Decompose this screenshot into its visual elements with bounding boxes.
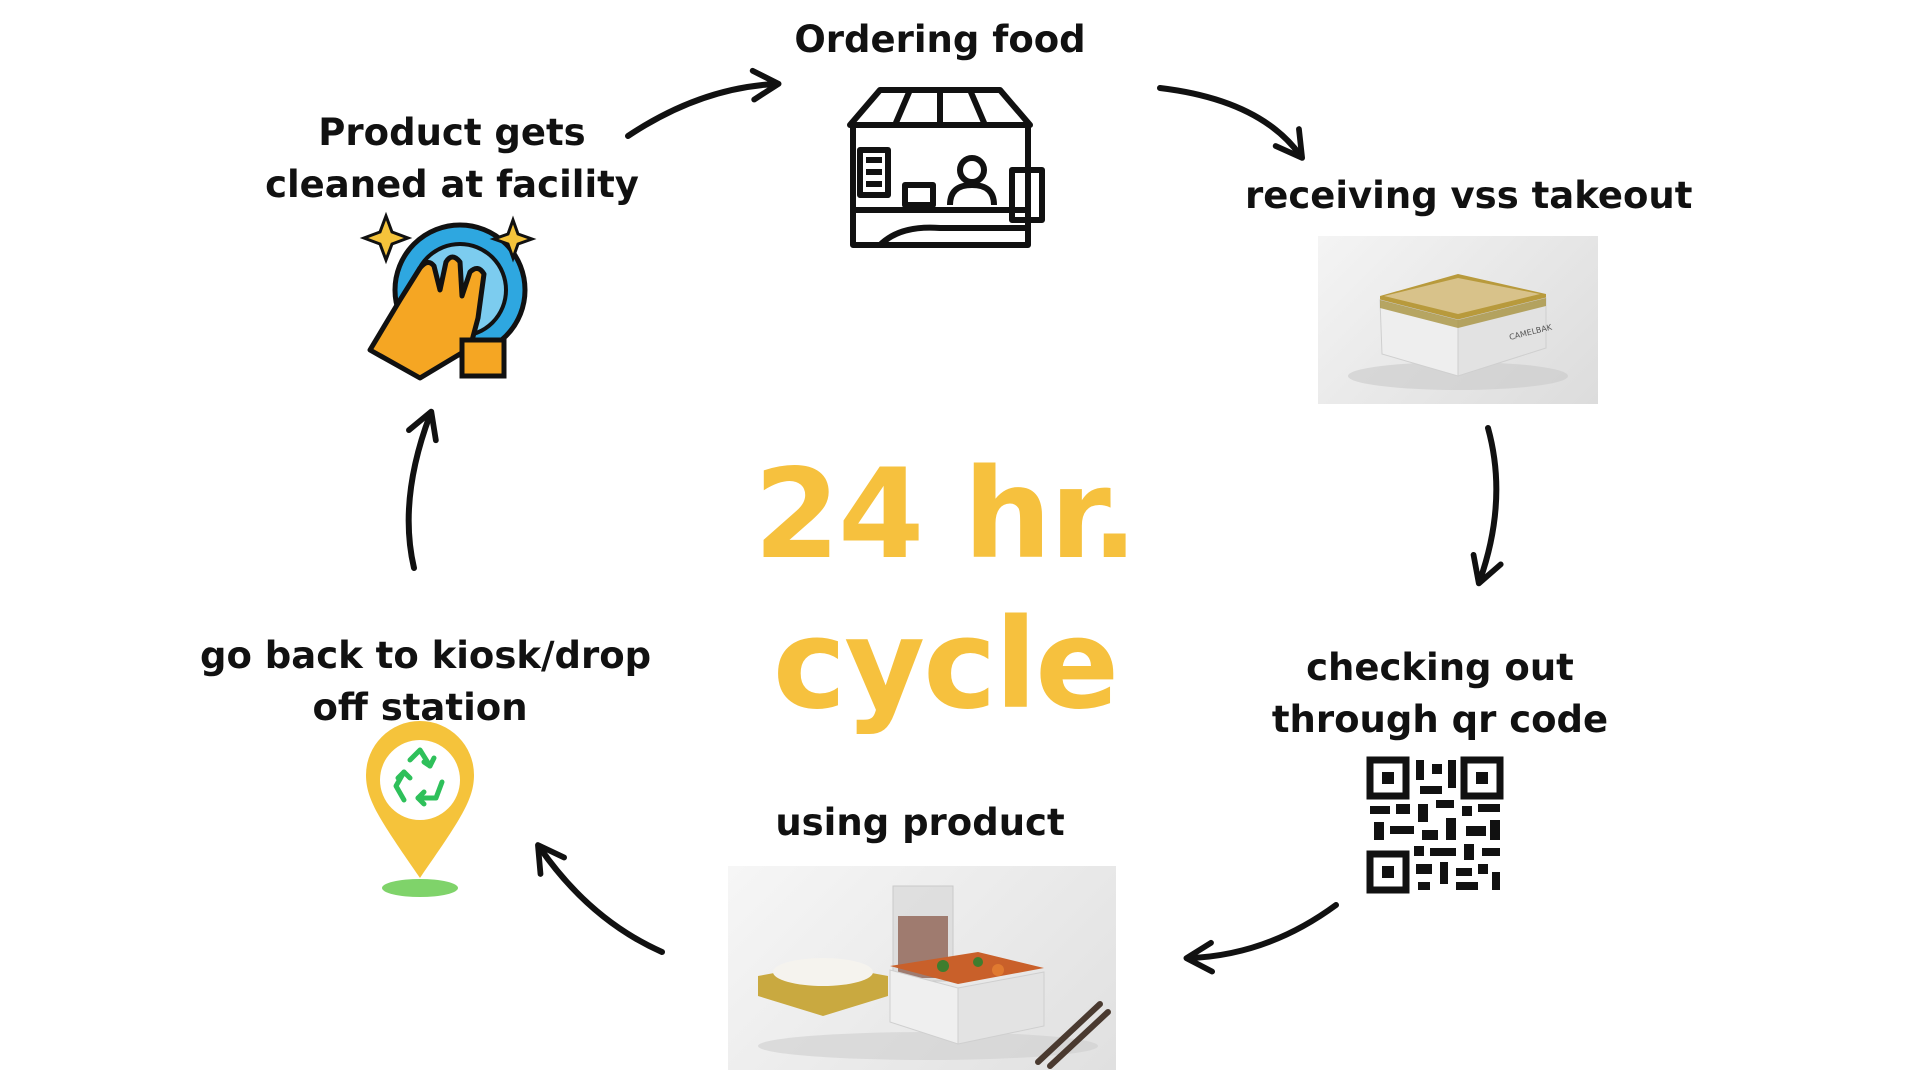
takeout-container-image: CAMELBAK bbox=[1318, 236, 1598, 404]
arrow-ordering-to-receiving bbox=[1157, 85, 1305, 161]
meal-containers-image bbox=[728, 866, 1116, 1070]
step-dropoff-line2: off station bbox=[312, 686, 528, 729]
step-dropoff-line1: go back to kiosk/drop bbox=[200, 634, 652, 677]
cycle-title: 24 hr. cycle bbox=[753, 443, 1139, 737]
step-receiving-line1: receiving vss takeout bbox=[1245, 174, 1693, 217]
arrow-receiving-to-checkout bbox=[1470, 425, 1504, 587]
step-receiving-label: receiving vss takeout bbox=[1245, 170, 1693, 222]
step-cleaning-line1: Product gets bbox=[318, 111, 586, 154]
step-ordering-label: Ordering food bbox=[780, 14, 1100, 66]
arrow-cleaning-to-ordering bbox=[625, 67, 782, 139]
arrow-checkout-to-using bbox=[1183, 902, 1339, 975]
step-ordering-line1: Ordering food bbox=[794, 18, 1086, 61]
step-using-line1: using product bbox=[775, 801, 1065, 844]
step-using-label: using product bbox=[760, 797, 1080, 849]
arrow-using-to-dropoff bbox=[535, 842, 665, 955]
step-cleaning-line2: cleaned at facility bbox=[265, 163, 639, 206]
step-dropoff-label: go back to kiosk/drop off station bbox=[200, 630, 652, 734]
step-checkout-line1: checking out bbox=[1306, 646, 1574, 689]
step-checkout-label: checking out through qr code bbox=[1250, 642, 1630, 746]
step-cleaning-label: Product gets cleaned at facility bbox=[262, 107, 642, 211]
arrow-dropoff-to-cleaning bbox=[405, 408, 439, 571]
step-checkout-line2: through qr code bbox=[1271, 698, 1609, 741]
